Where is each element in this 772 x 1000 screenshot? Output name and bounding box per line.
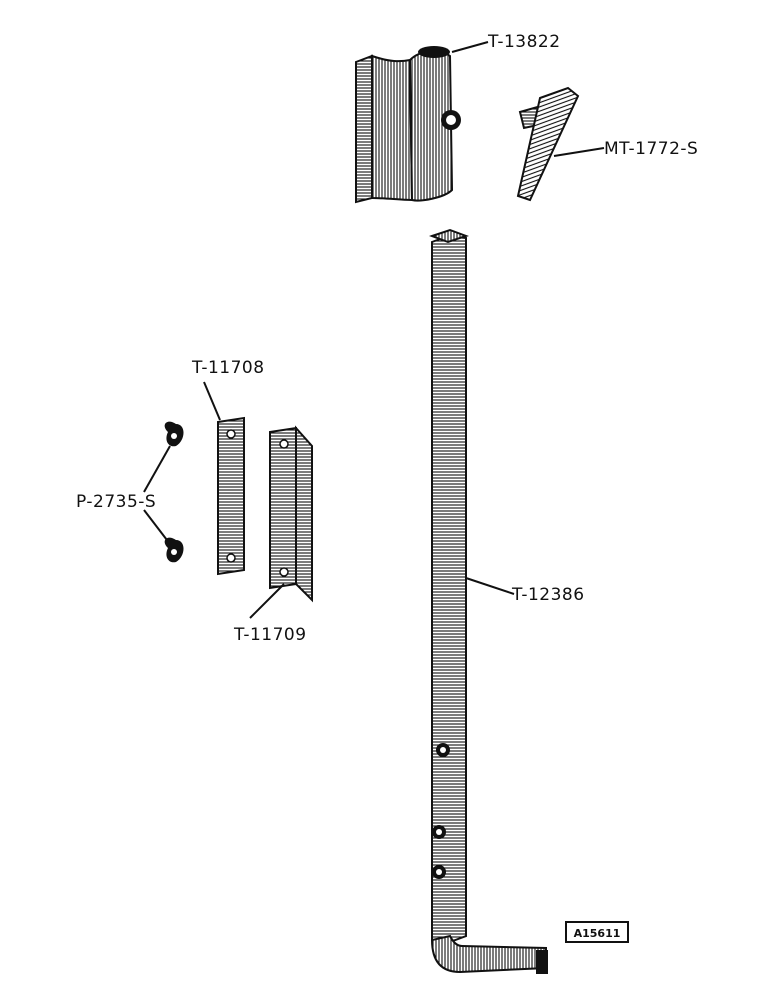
leader-t13822 (451, 41, 489, 53)
leader-t12386 (465, 577, 515, 595)
leader-t11708 (203, 381, 221, 421)
label-t11708: T-11708 (191, 358, 265, 378)
plate (217, 416, 245, 576)
label-p2735s: P-2735-S (76, 492, 156, 512)
angle-plate (269, 425, 313, 603)
figure-code: A15611 (574, 927, 621, 940)
wing-nut-upper (164, 421, 184, 447)
leader-t11709 (249, 583, 285, 619)
label-t13822: T-13822 (487, 32, 561, 52)
figure-code-box: A15611 (565, 921, 629, 943)
clamp-bracket (355, 46, 461, 204)
label-mt1772s: MT-1772-S (604, 139, 698, 159)
l-rod (429, 228, 548, 974)
leader-p2735s-upper (143, 445, 171, 493)
label-t11709: T-11709 (233, 625, 307, 645)
label-t12386: T-12386 (511, 585, 585, 605)
leader-mt1772s (553, 147, 605, 157)
bolt (516, 86, 580, 202)
leader-p2735s-lower (143, 509, 171, 545)
